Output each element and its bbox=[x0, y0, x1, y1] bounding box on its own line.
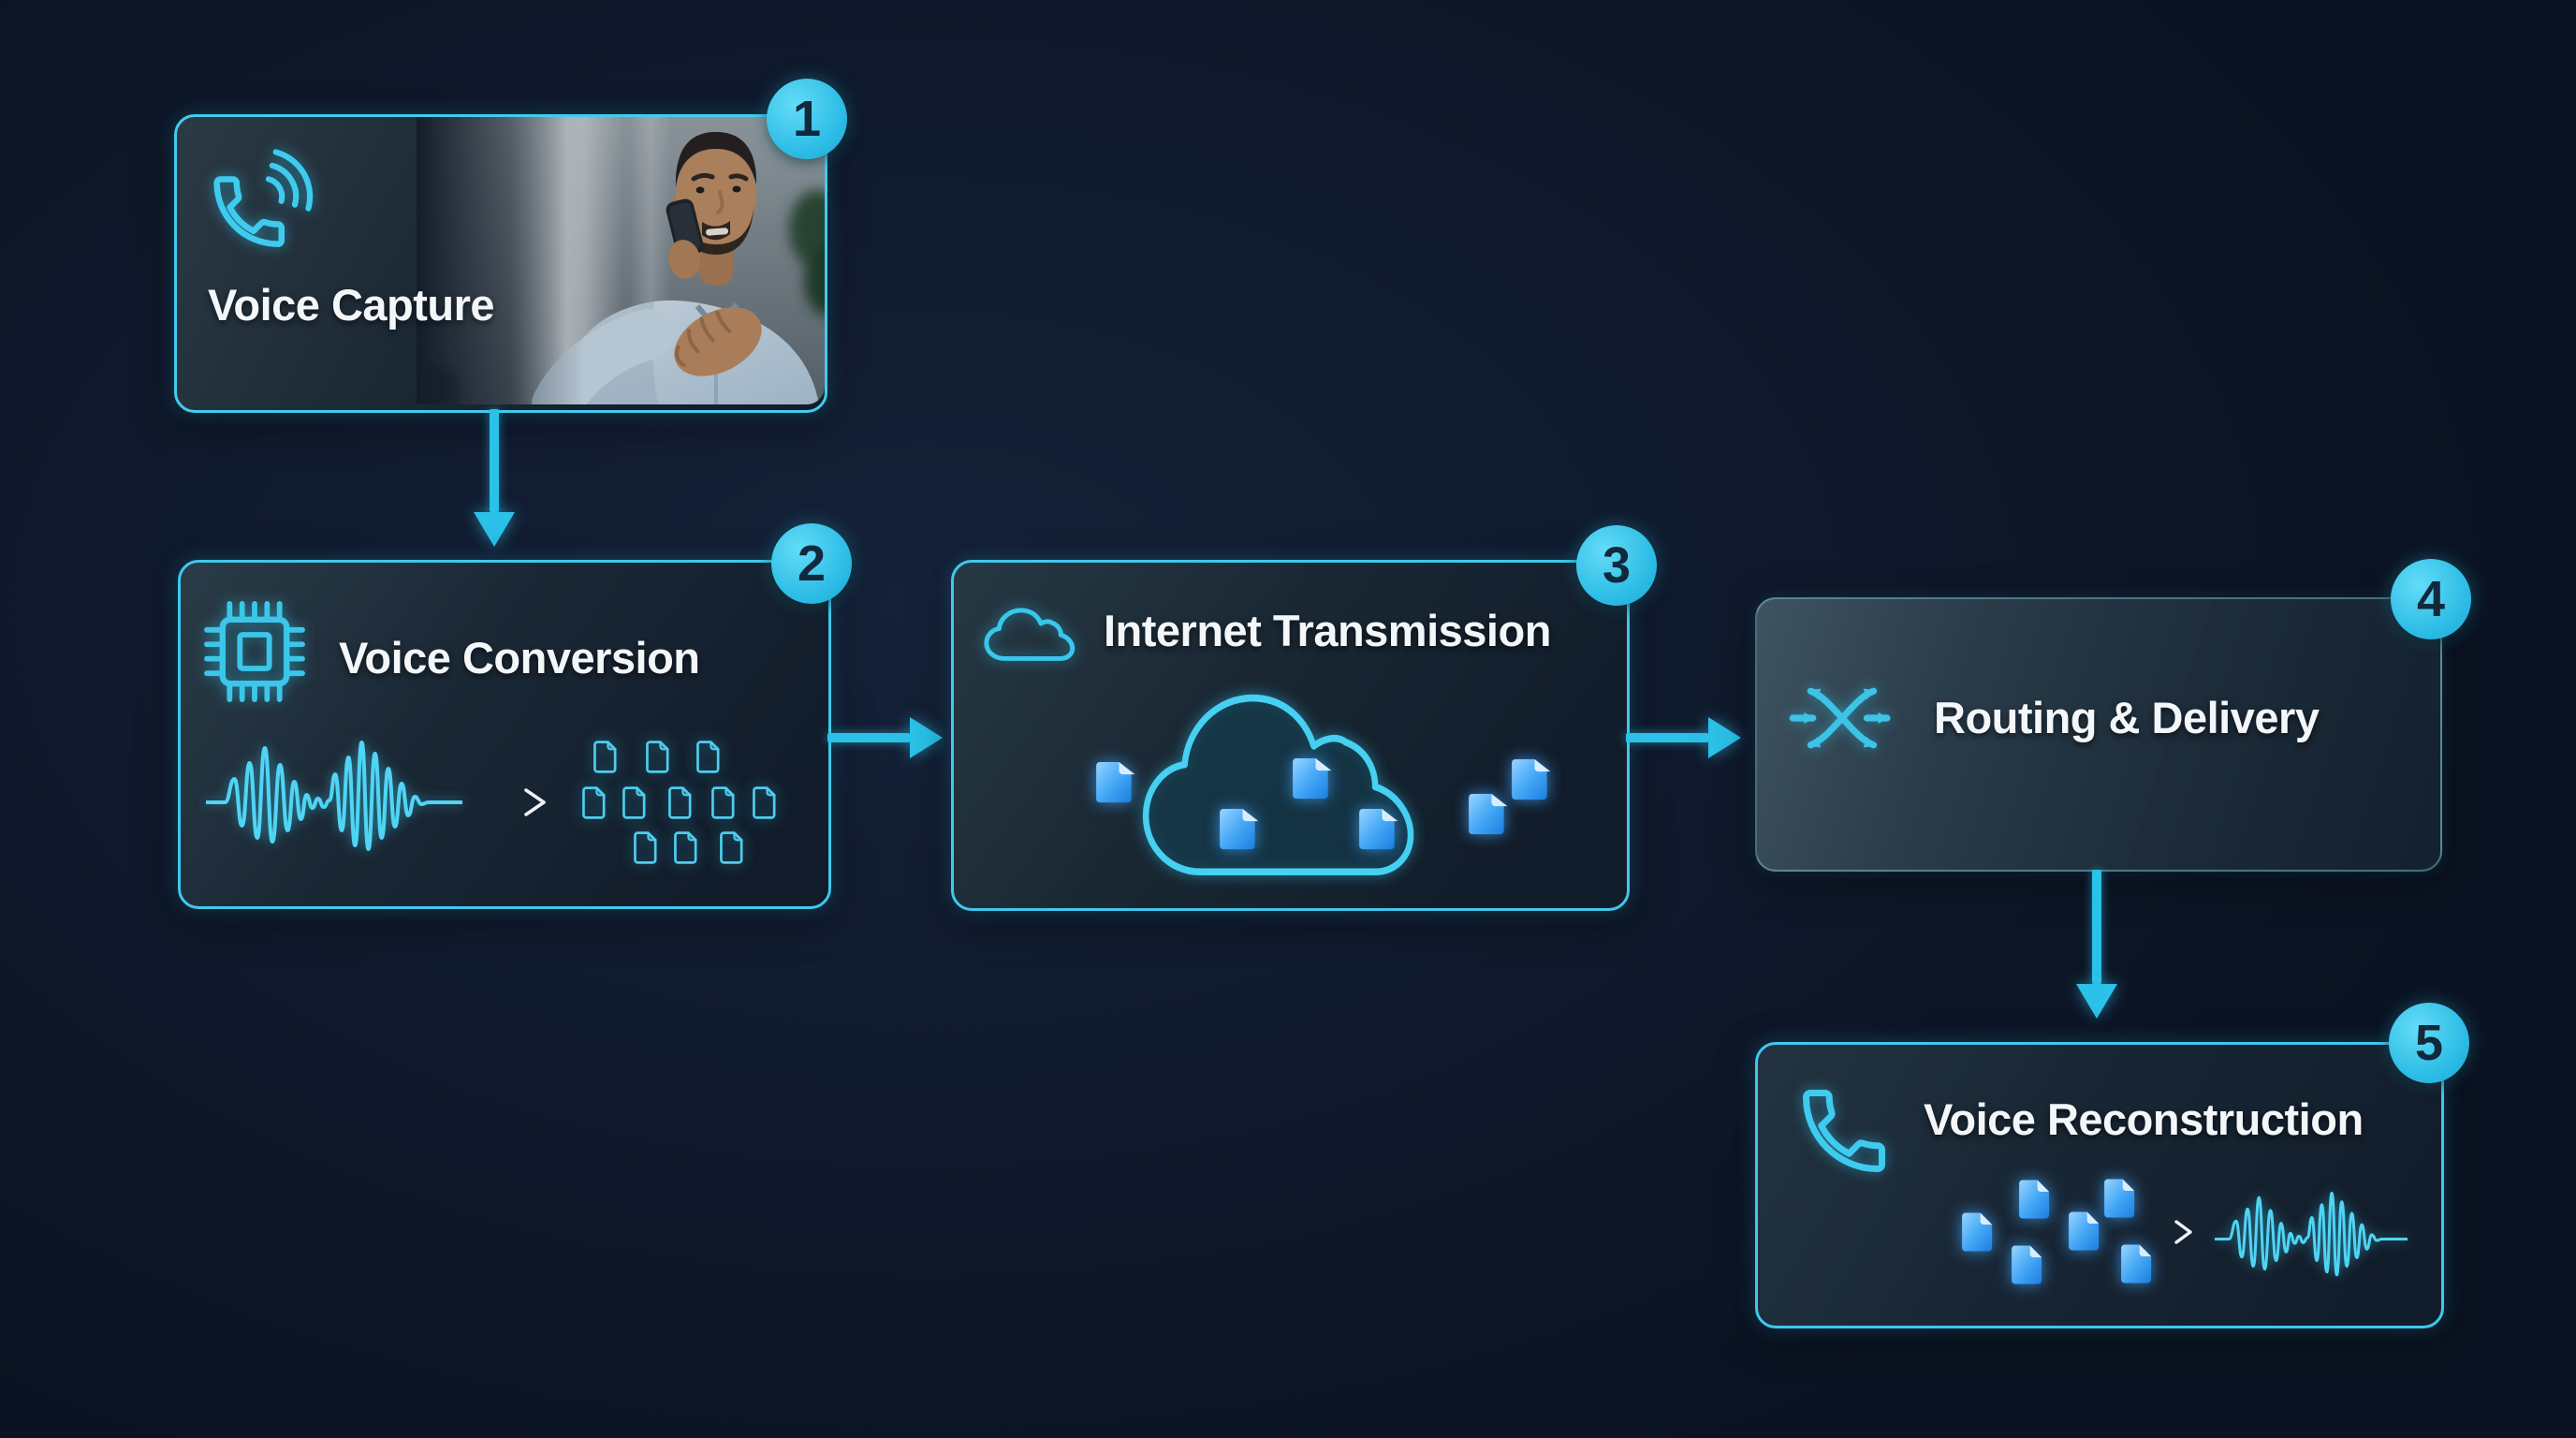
packet-outline-icon bbox=[622, 785, 648, 820]
packet-outline-icon bbox=[696, 740, 722, 774]
routing-arrows-icon bbox=[1789, 687, 1891, 749]
packet-outline-icon bbox=[634, 830, 659, 865]
arrow-right-icon bbox=[1708, 717, 1741, 758]
packet-outline-icon bbox=[720, 830, 745, 865]
badge-number: 1 bbox=[792, 91, 822, 147]
packet-outline-icon bbox=[646, 740, 671, 774]
gesturing-hand bbox=[674, 307, 762, 376]
cpu-chip-icon bbox=[204, 601, 305, 702]
photo-illustration bbox=[417, 117, 825, 404]
step-badge-2: 2 bbox=[771, 523, 852, 604]
packet-outline-icon bbox=[593, 740, 619, 774]
flying-packet-icon bbox=[1415, 756, 1556, 803]
photo-man-talking-on-phone bbox=[417, 117, 825, 404]
connector-step1-to-step2 bbox=[490, 409, 499, 512]
audio-waveform-icon bbox=[2215, 1189, 2408, 1289]
step-badge-3: 3 bbox=[1576, 525, 1657, 606]
connector-step2-to-step3 bbox=[827, 733, 910, 742]
connector-step4-to-step5 bbox=[2092, 870, 2101, 984]
flying-packet-icon bbox=[1958, 1242, 2052, 1287]
step-badge-1: 1 bbox=[767, 79, 847, 159]
step-badge-4: 4 bbox=[2391, 559, 2471, 639]
step-card-voice-reconstruction bbox=[1755, 1042, 2444, 1328]
arrow-down-icon bbox=[474, 512, 515, 547]
conversion-arrow-icon bbox=[474, 788, 546, 816]
reconstruction-arrow-icon bbox=[2153, 1220, 2192, 1244]
badge-number: 4 bbox=[2416, 571, 2446, 627]
step-title-voice-reconstruction: Voice Reconstruction bbox=[1924, 1094, 2364, 1144]
step-card-internet-transmission bbox=[951, 560, 1630, 911]
flying-packet-icon bbox=[2068, 1241, 2161, 1286]
packet-outline-icon bbox=[711, 785, 737, 820]
packet-outline-icon bbox=[668, 785, 694, 820]
arrow-right-icon bbox=[910, 717, 943, 758]
connector-step3-to-step4 bbox=[1626, 733, 1708, 742]
step-card-voice-capture bbox=[174, 114, 827, 413]
step-title-routing-delivery: Routing & Delivery bbox=[1934, 693, 2320, 742]
phone-call-waves-icon bbox=[213, 149, 314, 247]
phone-handset-icon bbox=[1803, 1090, 1885, 1172]
flying-packet-icon bbox=[1196, 755, 1337, 802]
badge-number: 5 bbox=[2414, 1015, 2444, 1071]
step-title-voice-capture: Voice Capture bbox=[208, 280, 495, 330]
badge-number: 3 bbox=[1602, 537, 1632, 594]
packet-outline-icon bbox=[674, 830, 699, 865]
step-title-internet-transmission: Internet Transmission bbox=[1104, 606, 1551, 655]
packet-outline-icon bbox=[582, 785, 607, 820]
step-badge-5: 5 bbox=[2389, 1003, 2469, 1083]
step-title-voice-conversion: Voice Conversion bbox=[339, 633, 700, 682]
badge-number: 2 bbox=[797, 536, 827, 592]
cloud-icon bbox=[984, 608, 1076, 661]
flying-packet-icon bbox=[1123, 805, 1264, 853]
audio-waveform-icon bbox=[206, 737, 462, 868]
packet-outline-icon bbox=[753, 785, 778, 820]
arrow-down-icon bbox=[2076, 984, 2117, 1019]
flying-packet-icon bbox=[1000, 758, 1140, 806]
person-on-phone bbox=[532, 132, 819, 404]
